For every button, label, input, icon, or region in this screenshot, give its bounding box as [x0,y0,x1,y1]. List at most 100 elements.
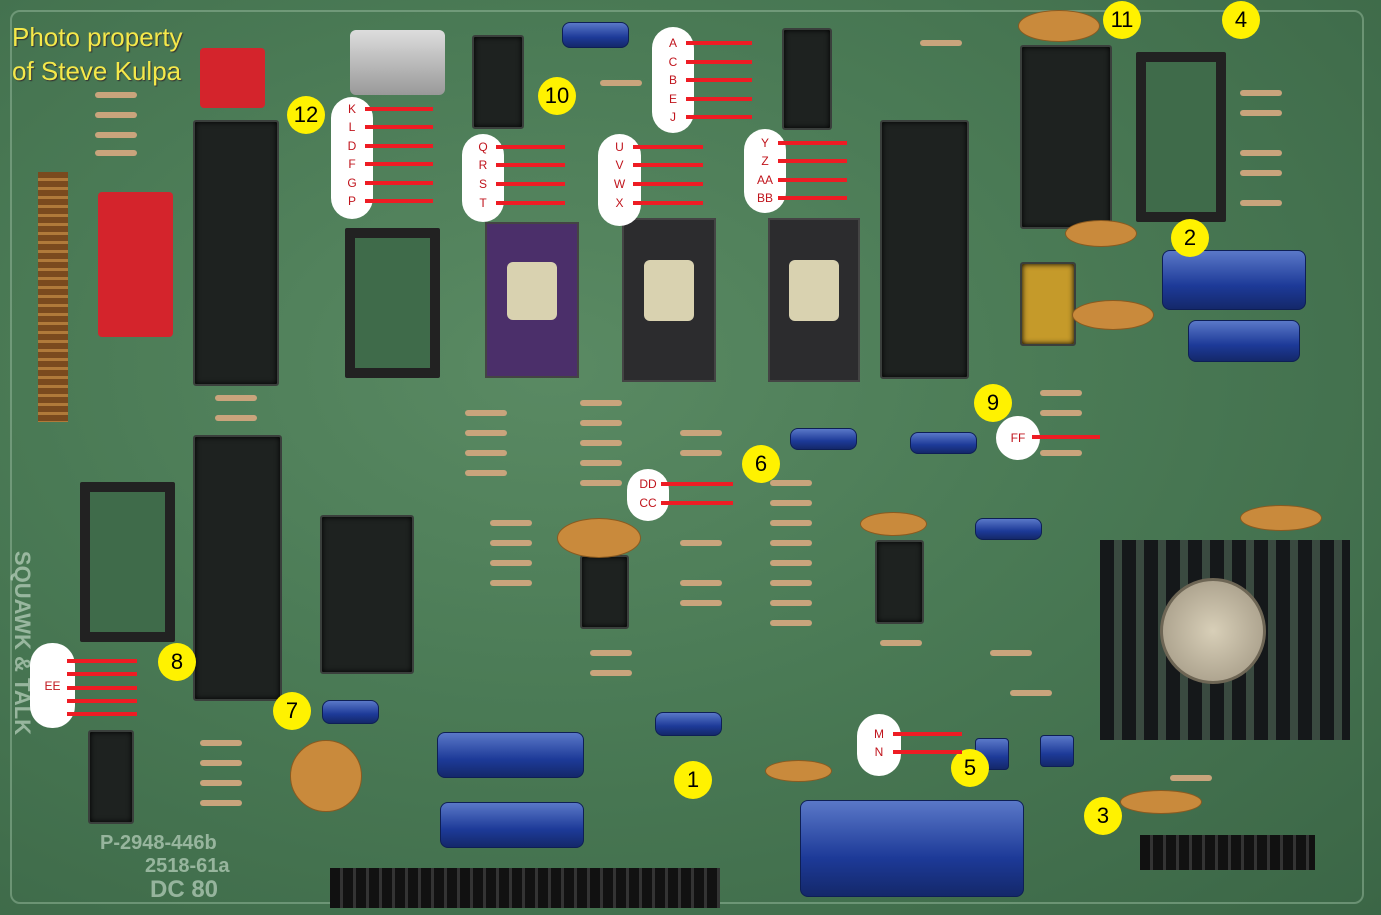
resistor [990,650,1032,656]
electrolytic-capacitor [437,732,584,778]
pointer-line [67,712,137,716]
pointer-line [67,659,137,663]
resistor [465,430,507,436]
pointer-line [778,141,847,145]
pointer-line [67,672,137,676]
resistor [95,92,137,98]
resistor [1040,450,1082,456]
pin-label-s: S [478,177,487,191]
pin-label-l: L [348,120,356,134]
resistor [770,600,812,606]
eprom-chip [485,222,579,378]
ic-chip [782,28,832,130]
pin-label-r: R [478,158,488,172]
pointer-line [1032,435,1100,439]
resistor [920,40,962,46]
pin-label-k: K [347,102,356,116]
ic-socket [345,228,440,378]
resistor [680,430,722,436]
ceramic-capacitor [1065,220,1137,247]
callout-number-5: 5 [951,749,989,787]
pin-label-ff: FF [1010,431,1026,445]
resistor [580,420,622,426]
pointer-line [893,732,962,736]
resistor [680,580,722,586]
pin-label-c: C [668,55,678,69]
resistor [1040,390,1082,396]
callout-number-11: 11 [1103,1,1141,39]
electrolytic-capacitor [1162,250,1306,310]
ceramic-capacitor [557,518,641,558]
edge-connector [38,172,68,422]
resistor [95,132,137,138]
pin-label-p: P [347,194,356,208]
pointer-line [686,97,752,101]
resistor [770,520,812,526]
resistor [1170,775,1212,781]
pointer-line [67,699,137,703]
pin-label-d: D [347,139,357,153]
resistor [770,480,812,486]
pointer-line [365,144,433,148]
resistor [215,395,257,401]
pin-label-u: U [615,140,624,154]
pointer-line [661,482,733,486]
silkscreen-part-number-2: 2518-61a [145,855,230,877]
callout-number-9: 9 [974,384,1012,422]
pointer-line [686,115,752,119]
pin-label-q: Q [478,140,488,154]
ic-chip [320,515,414,674]
pin-label-b: B [668,73,677,87]
resistor [490,580,532,586]
capacitor [910,432,977,454]
pointer-line [365,181,433,185]
pin-label-a: A [668,36,677,50]
trimmer-pot [1040,735,1074,767]
pin-label-bb: BB [756,191,773,205]
power-transistor [1160,578,1266,684]
pointer-line [365,162,433,166]
resistor [1240,90,1282,96]
pin-label-e: E [668,92,677,106]
pointer-line [633,145,703,149]
ceramic-capacitor [1072,300,1154,330]
resistor [1040,410,1082,416]
pointer-line [67,686,137,690]
pointer-line [633,163,703,167]
callout-number-4: 4 [1222,1,1260,39]
ic-chip [880,120,969,379]
pin-label-x: X [615,196,624,210]
resistor [600,80,642,86]
silkscreen-part-number: P-2948-446b [100,832,217,854]
red-component [200,48,265,108]
watermark-line-1: Photo property [12,22,183,52]
pin-label-y: Y [760,136,769,150]
resistor [590,670,632,676]
pointer-line [496,201,565,205]
resistor [770,580,812,586]
resistor [95,112,137,118]
large-capacitor [800,800,1024,897]
pointer-line [496,163,565,167]
pin-label-j: J [670,110,676,124]
ic-chip [472,35,524,129]
resistor [580,460,622,466]
gold-chip [1020,262,1076,346]
crystal [350,30,445,95]
pointer-line [661,501,733,505]
resistor [580,440,622,446]
watermark-line-2: of Steve Kulpa [12,56,182,86]
capacitor [655,712,722,736]
pin-label-g: G [347,176,357,190]
pointer-line [365,107,433,111]
ic-chip [193,435,282,701]
capacitor [322,700,379,724]
photo-watermark: Photo property of Steve Kulpa [12,20,183,88]
callout-number-12: 12 [287,96,325,134]
resistor [880,640,922,646]
resistor [200,780,242,786]
